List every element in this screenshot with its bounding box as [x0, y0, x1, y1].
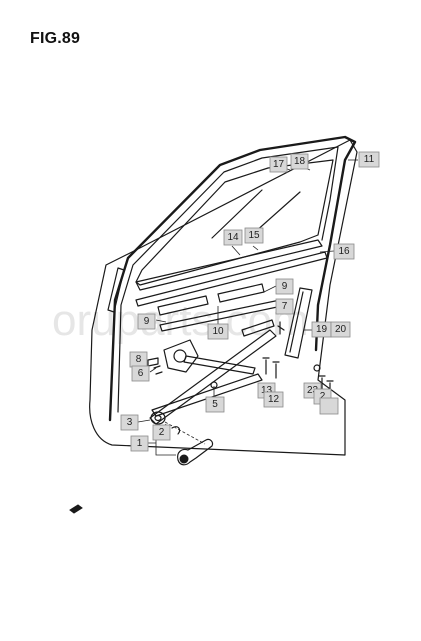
door-panel-outline — [89, 139, 358, 456]
svg-text:20: 20 — [335, 324, 347, 335]
leader-15 — [252, 245, 259, 251]
fastener-23 — [313, 364, 321, 372]
svg-text:14: 14 — [227, 232, 239, 243]
leader-6 — [149, 367, 157, 373]
svg-text:19: 19 — [316, 324, 328, 335]
callout-3: 3 — [120, 414, 139, 431]
clip-6a — [153, 365, 161, 369]
leader-14 — [231, 245, 241, 256]
handle-escutcheon-inner — [154, 414, 162, 422]
callout-5: 5 — [205, 396, 225, 413]
rivet-7 — [277, 321, 285, 335]
door-glass — [135, 159, 334, 286]
clip-6b — [155, 371, 163, 375]
callout-19: 19 — [311, 321, 332, 338]
svg-text:13: 13 — [261, 385, 273, 396]
callout-14: 14 — [223, 229, 243, 246]
belt-weatherstrip — [135, 239, 323, 291]
svg-text:5: 5 — [212, 399, 218, 410]
svg-text:11: 11 — [364, 154, 375, 165]
svg-text:17: 17 — [273, 159, 285, 170]
regulator-arm-main — [149, 329, 277, 425]
front-channel — [107, 267, 125, 313]
leader-16 — [319, 250, 335, 253]
svg-text:2: 2 — [159, 427, 165, 438]
crank-knob — [179, 454, 189, 464]
regulator-upper-rail — [241, 319, 275, 337]
fastener-22 — [318, 375, 326, 391]
svg-text:3: 3 — [127, 417, 133, 428]
callout-21 — [319, 397, 339, 415]
glass-reflection-1 — [211, 189, 263, 239]
window-crank-handle — [177, 438, 214, 466]
svg-text:6: 6 — [138, 368, 144, 379]
handle-escutcheon — [150, 411, 166, 425]
figure-title: FIG.89 — [30, 30, 81, 47]
svg-text:23: 23 — [307, 385, 319, 396]
glass-bottom-channel-left — [157, 295, 209, 316]
svg-text:9: 9 — [144, 316, 150, 327]
callout-17: 17 — [269, 156, 288, 173]
bolt-13 — [262, 357, 270, 375]
svg-text:2: 2 — [320, 391, 326, 402]
callout-1: 1 — [130, 435, 149, 452]
handle-clip — [171, 426, 181, 435]
belt-molding — [135, 251, 328, 307]
svg-text:18: 18 — [294, 156, 306, 167]
svg-text:10: 10 — [212, 326, 224, 337]
callout-6: 6 — [131, 365, 150, 382]
bolt-12 — [272, 361, 280, 379]
regulator-bottom-rail — [151, 373, 263, 417]
leader-9b — [263, 285, 277, 293]
rear-guide-channel — [284, 287, 313, 359]
svg-text:12: 12 — [268, 394, 280, 405]
callout-18: 18 — [290, 153, 309, 170]
leader-3 — [137, 419, 151, 423]
callout-9a: 9 — [137, 313, 156, 330]
callout-11: 11 — [358, 151, 380, 168]
loose-bolt — [69, 504, 83, 514]
callout-7: 7 — [275, 298, 294, 315]
svg-text:9: 9 — [282, 281, 288, 292]
callout-9b: 9 — [275, 278, 294, 295]
svg-text:15: 15 — [248, 230, 260, 241]
regulator-arm-secondary — [183, 355, 256, 375]
svg-text:16: 16 — [338, 246, 350, 257]
svg-text:8: 8 — [136, 354, 142, 365]
callout-15: 15 — [244, 227, 264, 244]
callout-8: 8 — [129, 351, 148, 368]
callout-2: 2 — [152, 424, 171, 441]
callout-16: 16 — [333, 243, 355, 260]
clip-8 — [147, 357, 159, 367]
door-sash-inner — [117, 146, 339, 413]
callout-12: 12 — [263, 391, 284, 408]
leader-9a — [155, 319, 167, 323]
handle-assembly-line — [164, 421, 206, 445]
svg-text:7: 7 — [282, 301, 288, 312]
rear-guide-inner — [289, 291, 304, 353]
callout-20: 20 — [330, 321, 351, 338]
callout-10: 10 — [207, 323, 229, 340]
svg-text:1: 1 — [137, 438, 143, 449]
